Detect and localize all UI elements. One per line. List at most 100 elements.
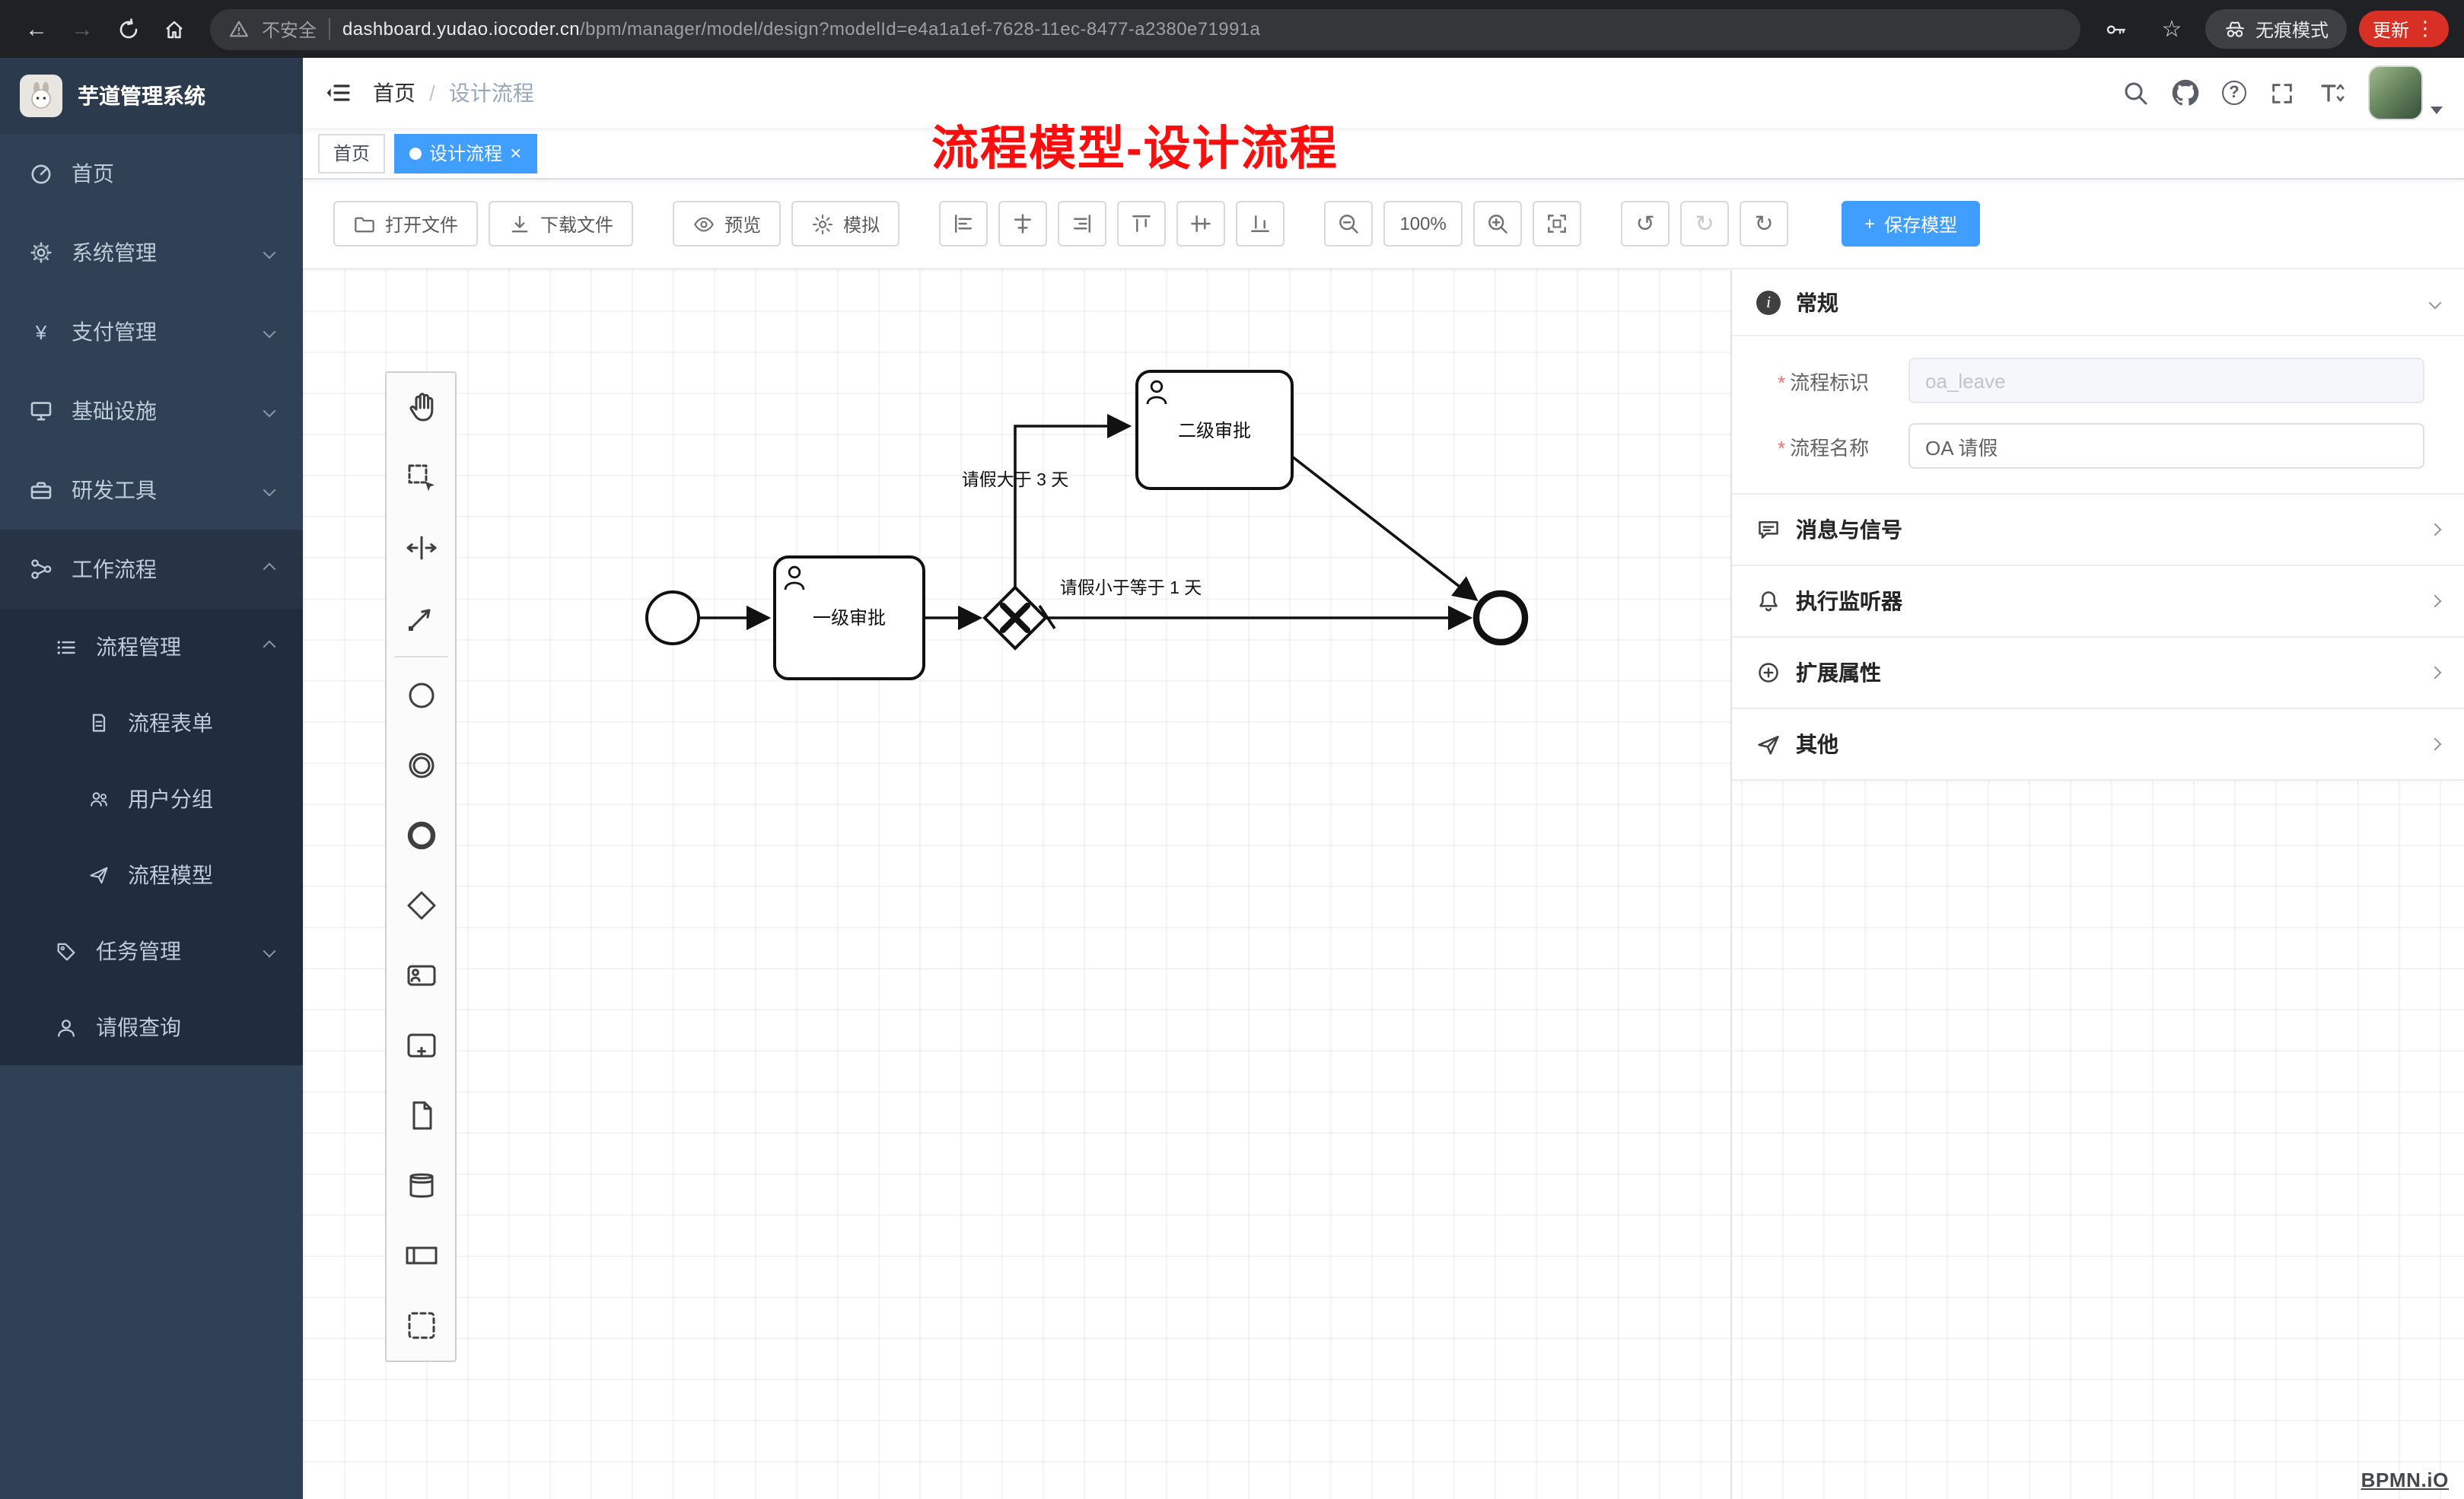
palette-create-group[interactable] (387, 1291, 455, 1361)
download-file-button[interactable]: 下载文件 (489, 201, 634, 247)
user-task-second-approval[interactable]: 二级审批 (1135, 370, 1294, 490)
home-icon[interactable] (152, 8, 195, 50)
sidebar-item-label: 研发工具 (72, 478, 157, 502)
zoom-out-button[interactable] (1324, 201, 1374, 247)
sidebar-item-user-group[interactable]: 用户分组 (0, 761, 303, 837)
search-icon[interactable] (2122, 79, 2149, 107)
active-dot (409, 147, 422, 159)
start-event[interactable] (645, 590, 700, 645)
sidebar-item-leave-query[interactable]: 请假查询 (0, 989, 303, 1065)
section-general[interactable]: i 常规 (1732, 269, 2464, 336)
sidebar-item-process-form[interactable]: 流程表单 (0, 685, 303, 761)
bpmn-canvas[interactable]: 一级审批 二级审批 (303, 268, 2464, 1499)
url-path: /bpm/manager/model/design?modelId=e4a1a1… (580, 18, 1261, 40)
flow-task2-to-end[interactable] (1291, 455, 1479, 601)
palette-hand-tool[interactable] (387, 373, 455, 443)
url-bar[interactable]: 不安全 dashboard.yudao.iocoder.cn/bpm/manag… (210, 8, 2080, 49)
sidebar-item-home[interactable]: 首页 (0, 134, 303, 213)
sidebar-item-workflow[interactable]: 工作流程 (0, 530, 303, 609)
annotation-title: 流程模型-设计流程 (931, 122, 1339, 175)
tab-design-process[interactable]: 设计流程 × (394, 133, 537, 173)
tab-home[interactable]: 首页 (318, 133, 386, 173)
key-icon[interactable] (2096, 8, 2138, 50)
reload-icon[interactable] (107, 8, 149, 50)
close-icon[interactable]: × (510, 142, 522, 164)
bpmn-palette (385, 371, 457, 1362)
palette-create-end-event[interactable] (387, 800, 455, 870)
palette-create-start-event[interactable] (387, 660, 455, 730)
field-process-key: *流程标识 (1778, 358, 2424, 403)
sidebar: 芋道管理系统 首页 系统管理 ¥ 支付管理 (0, 58, 303, 1499)
help-icon[interactable]: ? (2222, 81, 2246, 105)
app-logo[interactable]: 芋道管理系统 (0, 58, 303, 134)
forward-icon[interactable]: → (71, 16, 94, 42)
align-middle-button[interactable] (1176, 201, 1226, 247)
process-key-input[interactable] (1908, 358, 2424, 403)
user-icon (1146, 380, 1167, 405)
palette-create-data-store[interactable] (387, 1151, 455, 1221)
condition-label-lte[interactable]: 请假小于等于 1 天 (1060, 578, 1202, 597)
fullscreen-icon[interactable] (2269, 80, 2295, 106)
user-task-first-approval[interactable]: 一级审批 (773, 555, 925, 680)
zoom-in-button[interactable] (1473, 201, 1523, 247)
user-menu[interactable] (2368, 65, 2443, 120)
exclusive-gateway[interactable] (982, 585, 1048, 651)
update-button[interactable]: 更新 ⋮ (2358, 11, 2449, 47)
bpmn-io-watermark[interactable]: BPMN.iO (2361, 1469, 2449, 1491)
back-icon[interactable]: ← (25, 16, 48, 42)
sidebar-item-process-model[interactable]: 流程模型 (0, 837, 303, 913)
sidebar-item-payment[interactable]: ¥ 支付管理 (0, 292, 303, 371)
palette-create-gateway[interactable] (387, 870, 455, 940)
zoom-reset-button[interactable] (1533, 201, 1582, 247)
bpmn-diagram[interactable]: 一级审批 二级审批 (303, 269, 1730, 1499)
breadcrumb-home[interactable]: 首页 (373, 81, 415, 105)
sidebar-item-process-management[interactable]: 流程管理 (0, 609, 303, 685)
bookmark-star-icon[interactable]: ☆ (2161, 17, 2182, 43)
restart-button[interactable]: ↻ (1740, 201, 1789, 247)
section-message-signal[interactable]: 消息与信号 (1732, 495, 2464, 566)
align-top-button[interactable] (1117, 201, 1167, 247)
palette-space-tool[interactable] (387, 513, 455, 583)
refresh-icon: ↻ (1754, 211, 1774, 237)
palette-global-connect-tool[interactable] (387, 583, 455, 653)
palette-create-data-object[interactable] (387, 1080, 455, 1151)
align-left-button[interactable] (939, 201, 988, 247)
redo-button[interactable]: ↻ (1680, 201, 1730, 247)
flow-gateway-to-task2[interactable] (1014, 413, 1132, 587)
section-execution-listener[interactable]: 执行监听器 (1732, 566, 2464, 638)
sidebar-item-system[interactable]: 系统管理 (0, 213, 303, 292)
process-name-input[interactable] (1908, 423, 2424, 469)
end-event[interactable] (1472, 590, 1529, 646)
palette-create-user-task[interactable] (387, 940, 455, 1010)
save-model-button[interactable]: + 保存模型 (1842, 201, 1981, 247)
sequence-flows[interactable] (699, 413, 1479, 631)
condition-label-gt[interactable]: 请假大于 3 天 (962, 469, 1069, 489)
section-extended-attributes[interactable]: 扩展属性 (1732, 638, 2464, 709)
logo-avatar (20, 75, 62, 117)
align-right-button[interactable] (1058, 201, 1107, 247)
sidebar-item-task-management[interactable]: 任务管理 (0, 913, 303, 989)
chevron-down-icon (2428, 295, 2442, 309)
field-process-name: *流程名称 (1778, 423, 2424, 469)
github-icon[interactable] (2172, 79, 2199, 107)
section-other[interactable]: 其他 (1732, 709, 2464, 781)
font-size-icon[interactable] (2318, 79, 2345, 107)
zoom-level[interactable]: 100% (1383, 201, 1463, 247)
palette-lasso-tool[interactable] (387, 443, 455, 513)
browser-menu-icon[interactable]: ⋮ (2415, 17, 2435, 40)
hand-icon (409, 393, 433, 422)
preview-button[interactable]: 预览 (673, 201, 782, 247)
section-title: 消息与信号 (1796, 517, 1902, 542)
collapse-sidebar-button[interactable] (324, 79, 352, 107)
undo-button[interactable]: ↺ (1621, 201, 1670, 247)
sidebar-item-devtools[interactable]: 研发工具 (0, 450, 303, 530)
download-icon (511, 215, 528, 232)
palette-create-pool[interactable] (387, 1221, 455, 1291)
palette-create-intermediate-event[interactable] (387, 730, 455, 800)
sidebar-item-infrastructure[interactable]: 基础设施 (0, 371, 303, 450)
simulate-button[interactable]: 模拟 (791, 201, 900, 247)
align-center-button[interactable] (998, 201, 1048, 247)
palette-create-subprocess[interactable] (387, 1010, 455, 1080)
open-file-button[interactable]: 打开文件 (333, 201, 479, 247)
align-bottom-button[interactable] (1236, 201, 1285, 247)
